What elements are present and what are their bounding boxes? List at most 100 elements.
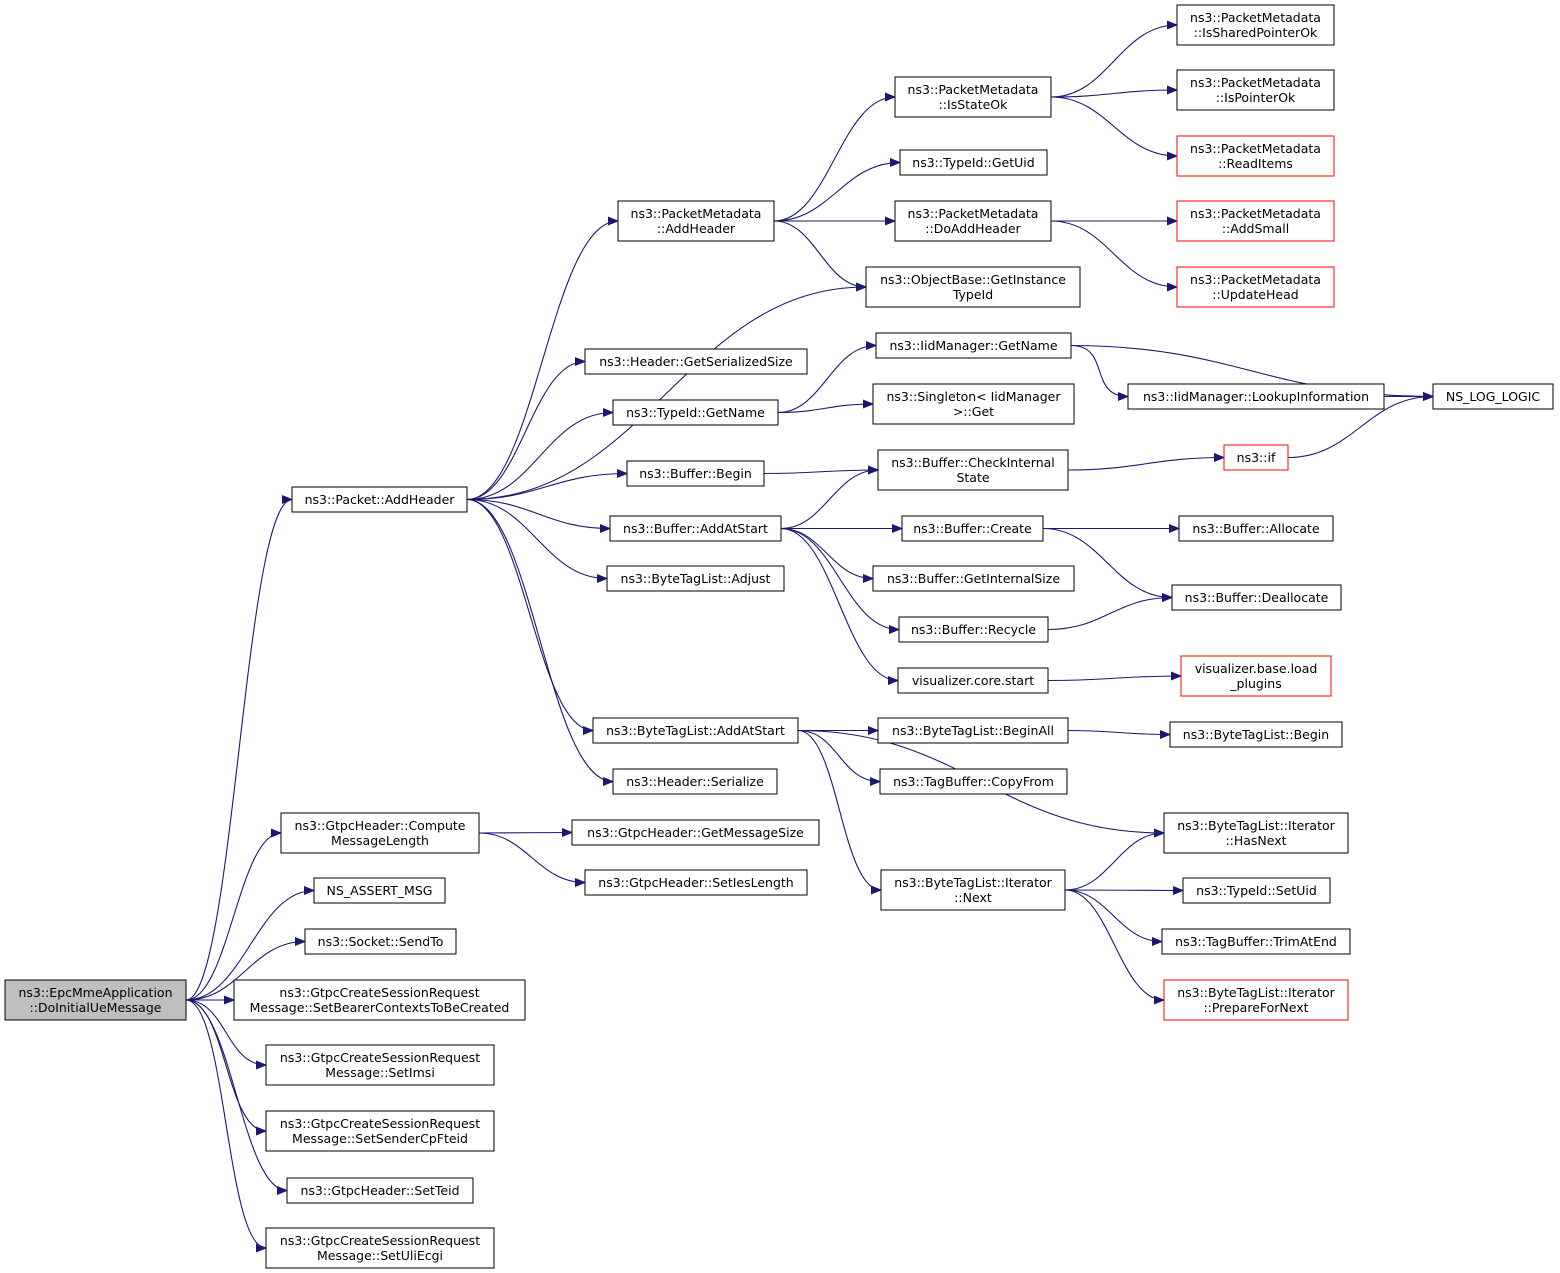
node-label-line: ::IsPointerOk: [1216, 90, 1296, 105]
node-pm_doaddheader[interactable]: ns3::PacketMetadata::DoAddHeader: [894, 200, 1052, 242]
node-typeid_getuid[interactable]: ns3::TypeId::GetUid: [899, 149, 1048, 176]
node-btl_begin[interactable]: ns3::ByteTagList::Begin: [1169, 721, 1343, 748]
node-root[interactable]: ns3::EpcMmeApplication::DoInitialUeMessa…: [4, 979, 187, 1021]
node-buf_recycle[interactable]: ns3::Buffer::Recycle: [898, 616, 1049, 643]
node-iid_lookup[interactable]: ns3::IidManager::LookupInformation: [1127, 383, 1385, 410]
nodes-layer: ns3::EpcMmeApplication::DoInitialUeMessa…: [4, 4, 1554, 1269]
edge-btl_it_next-to-tagbuf_trimatend: [1064, 889, 1162, 942]
node-buf_allocate[interactable]: ns3::Buffer::Allocate: [1178, 515, 1334, 542]
node-buf_getinternalsize[interactable]: ns3::Buffer::GetInternalSize: [872, 565, 1075, 592]
node-label-line: Message::SetImsi: [325, 1065, 435, 1080]
node-label-line: ns3::GtpcHeader::Compute: [295, 818, 466, 833]
node-label-line: ns3::ByteTagList::AddAtStart: [606, 723, 785, 738]
node-typeid_getname[interactable]: ns3::TypeId::GetName: [612, 399, 779, 426]
node-btl_it_hasnext[interactable]: ns3::ByteTagList::Iterator::HasNext: [1163, 812, 1349, 854]
node-gtpc_getmsgsize[interactable]: ns3::GtpcHeader::GetMessageSize: [571, 819, 820, 846]
node-label-line: ns3::ByteTagList::Iterator: [1177, 818, 1335, 833]
node-box: [894, 76, 1052, 118]
node-typeid_setuid[interactable]: ns3::TypeId::SetUid: [1182, 877, 1331, 904]
edge-pm_addheader-to-pm_isstateok: [773, 97, 895, 222]
node-box: [1163, 812, 1349, 854]
node-singleton_get[interactable]: ns3::Singleton< IidManager>::Get: [872, 383, 1075, 425]
node-pm_readitems[interactable]: ns3::PacketMetadata::ReadItems: [1176, 135, 1335, 177]
edge-buf_checkinternal-to-ns3_if: [1067, 458, 1224, 471]
node-pm_ispointerok[interactable]: ns3::PacketMetadata::IsPointerOk: [1176, 69, 1335, 111]
node-vis_base_load[interactable]: visualizer.base.load_plugins: [1180, 655, 1332, 697]
node-pm_isstateok[interactable]: ns3::PacketMetadata::IsStateOk: [894, 76, 1052, 118]
edge-buf_addatstart-to-vis_core_start: [780, 527, 898, 681]
node-box: [265, 1110, 495, 1152]
node-set_teid[interactable]: ns3::GtpcHeader::SetTeid: [286, 1177, 474, 1204]
node-box: [1169, 721, 1343, 748]
node-label-line: ns3::TagBuffer::TrimAtEnd: [1175, 934, 1337, 949]
node-box: [1180, 655, 1332, 697]
node-label-line: ns3::GtpcCreateSessionRequest: [280, 1233, 480, 1248]
node-set_uli[interactable]: ns3::GtpcCreateSessionRequestMessage::Se…: [265, 1227, 495, 1269]
node-pm_updatehead[interactable]: ns3::PacketMetadata::UpdateHead: [1176, 266, 1335, 308]
node-vis_core_start[interactable]: visualizer.core.start: [897, 667, 1049, 694]
node-label-line: ns3::Header::Serialize: [626, 774, 764, 789]
node-ns3_if[interactable]: ns3::if: [1223, 444, 1289, 471]
node-btl_adjust[interactable]: ns3::ByteTagList::Adjust: [606, 565, 785, 592]
node-box: [865, 266, 1081, 308]
edge-pkt_addheader-to-pm_addheader: [466, 221, 618, 501]
node-buf_addatstart[interactable]: ns3::Buffer::AddAtStart: [609, 515, 782, 542]
node-tagbuf_trimatend[interactable]: ns3::TagBuffer::TrimAtEnd: [1161, 928, 1351, 955]
edge-btl_addatstart-to-tagbuf_copyfrom: [797, 729, 880, 782]
node-label-line: ns3::PacketMetadata: [908, 206, 1039, 221]
node-tagbuf_copyfrom[interactable]: ns3::TagBuffer::CopyFrom: [879, 768, 1068, 795]
node-label-line: visualizer.base.load: [1195, 661, 1318, 676]
node-label-line: ns3::Buffer::GetInternalSize: [887, 571, 1060, 586]
node-label-line: State: [956, 470, 989, 485]
node-iid_getname[interactable]: ns3::IidManager::GetName: [875, 332, 1072, 359]
node-box: [626, 460, 765, 487]
node-buf_begin[interactable]: ns3::Buffer::Begin: [626, 460, 765, 487]
node-box: [877, 449, 1069, 491]
node-btl_beginall[interactable]: ns3::ByteTagList::BeginAll: [877, 717, 1069, 744]
node-btl_addatstart[interactable]: ns3::ByteTagList::AddAtStart: [592, 717, 799, 744]
node-btl_it_next[interactable]: ns3::ByteTagList::Iterator::Next: [880, 869, 1066, 911]
node-label-line: ns3::EpcMmeApplication: [18, 985, 172, 1000]
node-pm_issharedptr[interactable]: ns3::PacketMetadata::IsSharedPointerOk: [1176, 4, 1335, 46]
node-box: [606, 565, 785, 592]
node-box: [877, 717, 1069, 744]
node-label-line: ns3::GtpcCreateSessionRequest: [279, 985, 479, 1000]
edge-vis_core_start-to-vis_base_load: [1047, 676, 1181, 682]
node-buf_create[interactable]: ns3::Buffer::Create: [901, 515, 1044, 542]
edge-root-to-set_teid: [185, 999, 287, 1191]
node-pkt_addheader[interactable]: ns3::Packet::AddHeader: [291, 486, 468, 513]
node-hdr_getsize[interactable]: ns3::Header::GetSerializedSize: [584, 348, 808, 375]
node-socket_sendto[interactable]: ns3::Socket::SendTo: [304, 928, 457, 955]
node-ns_assert[interactable]: NS_ASSERT_MSG: [313, 877, 446, 904]
node-label-line: ns3::PacketMetadata: [631, 206, 762, 221]
node-label-line: MessageLength: [331, 833, 429, 848]
node-ns_log_logic[interactable]: NS_LOG_LOGIC: [1432, 383, 1554, 410]
node-gtpc_setieslen[interactable]: ns3::GtpcHeader::SetIesLength: [584, 869, 808, 896]
node-set_bearer[interactable]: ns3::GtpcCreateSessionRequestMessage::Se…: [233, 979, 526, 1021]
node-pm_addheader[interactable]: ns3::PacketMetadata::AddHeader: [617, 200, 775, 242]
node-label-line: ns3::PacketMetadata: [1190, 10, 1321, 25]
node-label-line: ns3::IidManager::GetName: [889, 338, 1057, 353]
node-box: [1176, 135, 1335, 177]
edge-pm_addheader-to-typeid_getuid: [773, 163, 900, 222]
node-label-line: ::Next: [954, 890, 992, 905]
node-label-line: ns3::Packet::AddHeader: [305, 492, 456, 507]
node-label-line: ns3::Buffer::Recycle: [911, 622, 1036, 637]
node-set_imsi[interactable]: ns3::GtpcCreateSessionRequestMessage::Se…: [265, 1044, 495, 1086]
node-box: [1176, 200, 1335, 242]
edge-typeid_getname-to-singleton_get: [777, 404, 873, 414]
node-label-line: ns3::Singleton< IidManager: [886, 389, 1061, 404]
node-label-line: ns3::GtpcCreateSessionRequest: [280, 1050, 480, 1065]
node-btl_it_prepare[interactable]: ns3::ByteTagList::Iterator::PrepareForNe…: [1163, 979, 1349, 1021]
node-hdr_serialize[interactable]: ns3::Header::Serialize: [612, 768, 778, 795]
node-buf_deallocate[interactable]: ns3::Buffer::Deallocate: [1171, 584, 1342, 611]
node-label-line: ns3::GtpcHeader::SetTeid: [300, 1183, 459, 1198]
node-label-line: ::PrepareForNext: [1203, 1000, 1308, 1015]
node-label-line: Message::SetUliEcgi: [317, 1248, 443, 1263]
node-box: [291, 486, 468, 513]
node-set_sender[interactable]: ns3::GtpcCreateSessionRequestMessage::Se…: [265, 1110, 495, 1152]
node-pm_addsmall[interactable]: ns3::PacketMetadata::AddSmall: [1176, 200, 1335, 242]
